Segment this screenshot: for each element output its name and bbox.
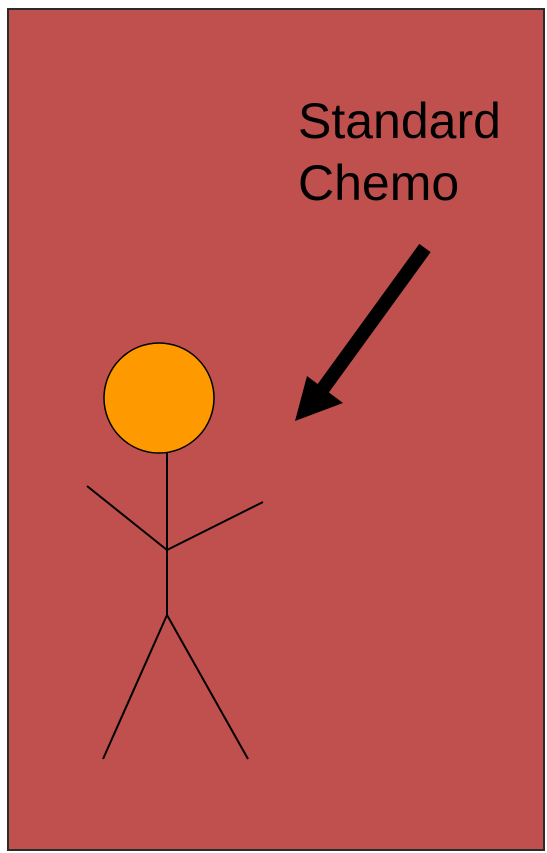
- treatment-label: Standard Chemo: [298, 90, 501, 214]
- figure-left-arm: [87, 486, 167, 550]
- figure-left-leg: [103, 615, 167, 759]
- figure-right-arm: [167, 502, 263, 550]
- figure-right-leg: [167, 615, 248, 759]
- arrow-down-left-icon: [295, 248, 425, 421]
- stick-figure-icon: [87, 343, 263, 759]
- arrow-shaft: [322, 248, 425, 390]
- treatment-label-line1: Standard: [298, 90, 501, 152]
- figure-head: [104, 343, 214, 453]
- treatment-label-line2: Chemo: [298, 152, 501, 214]
